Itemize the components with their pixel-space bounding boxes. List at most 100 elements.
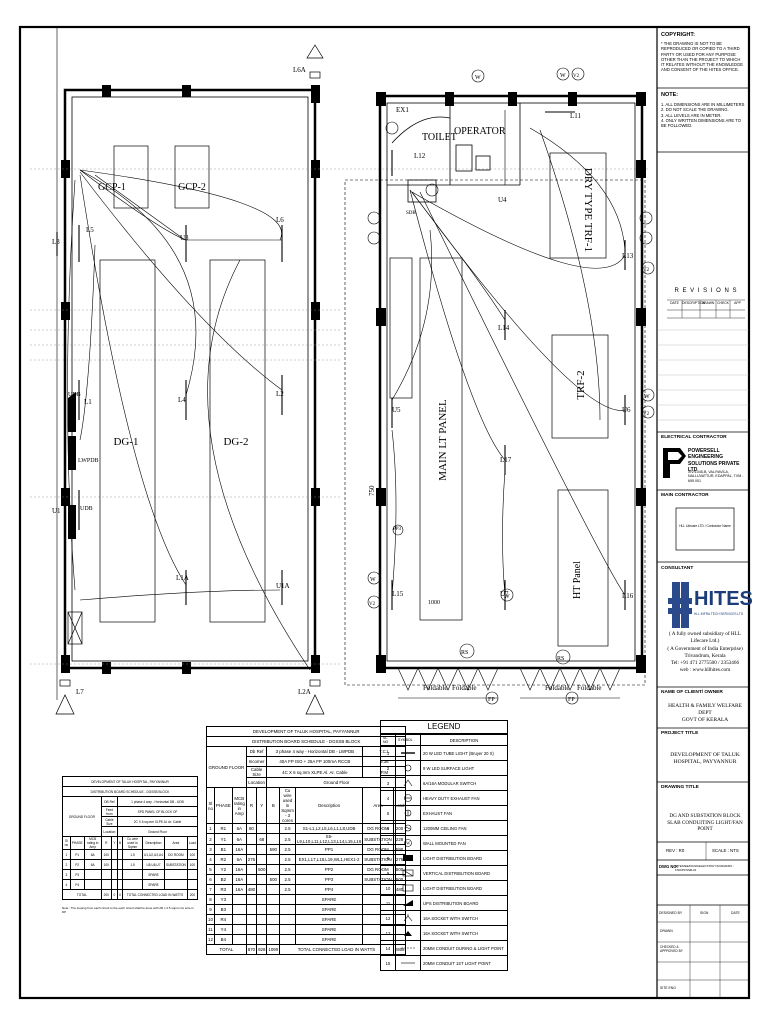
drawing-title-2: SLAB CONDUITING LIGHT/FAN POINT [667,819,743,833]
consultant-desc-1: ( A fully owned subsidiary of HLL Lifeca… [668,631,742,645]
legend-description: 16A SOCKET WITH SWITCH [420,910,508,926]
foldable-doors [397,667,621,699]
tag-l15: L15 [392,590,404,598]
small-schedule-cell: 1.5 [122,849,143,860]
legend-symbol-icon [403,899,413,906]
right-circle-symbols [367,67,655,705]
legend-number: 15 [380,955,396,971]
note-1: 1. ALL DIMENSIONS ARE IN MILLIMETERS [661,102,745,107]
large-schedule-cell: 2.5 [279,844,296,855]
legend-number: 14 [380,940,396,956]
large-schedule-cell: B3 [213,904,233,915]
large-header-cell: R [245,787,258,824]
scale: SCALE : NTS [712,848,739,853]
large-schedule-cell: 7 [206,884,215,895]
large-header-cell: PHASE [213,787,233,824]
legend-symbol [395,865,421,881]
large-schedule-cell: 480 [245,884,258,895]
small-schedule-table: DEVELOPMENT OF TALUK HOSPITAL, PAYYANNUR… [62,776,199,900]
title-block-ruled-lines [657,329,749,421]
small-header-cell: R [100,836,112,850]
legend-description: 9 W LED SURFACE LIGHT [420,760,508,776]
large-schedule-cell: 276 [245,854,258,865]
large-schedule-cell: 6 [206,874,215,885]
tag-l6a: L6A [293,66,306,74]
gcp2-label: GCP-2 [178,182,206,193]
right-plan-tags: EX1 L12 L11 L14 L17 L13 L15 L16 U4 U5 U6… [368,73,650,703]
right-plan-outline [344,179,646,686]
legend-symbol [395,925,421,941]
consultant-tel: Tel: +91 471 2775500 / 2353466 [670,660,740,667]
large-schedule-cell: PP2 [294,864,364,875]
large-info-k3: Cable Size [245,766,268,778]
elec-contractor-label: ELECTRICAL CONTRACTOR [661,435,727,440]
large-schedule-cell: 590 [266,844,281,855]
main-contractor-name: HLL Lifecare LTD / Contractor Name [679,524,731,528]
fan-w2: W [560,73,566,79]
small-schedule-title2: DISTRIBUTION BOARD SCHEDULE - DGSSB BLOC… [62,786,198,797]
small-header-cell: MCB rating in Amp [83,836,102,850]
legend-symbol [395,880,421,896]
large-schedule-cell [245,934,258,945]
legend-col-desc: DESCRIPTION [420,734,508,746]
legend-symbol [395,910,421,926]
legend-number: 8 [380,850,396,866]
tag-l17: L17 [500,456,512,464]
large-header-cell: Sl no [206,787,215,824]
legend-symbol-icon [401,751,415,754]
large-schedule-cell: PP3 [294,874,364,885]
legend-number: 2 [380,760,396,776]
small-info-k1: DB Ref [100,796,118,807]
tag-l2: L2 [276,390,284,398]
legend-symbol-icon [404,793,412,802]
dim-1000: 1000 [428,600,440,606]
tag-l1a: L1A [176,574,189,582]
tag-l4: L4 [178,396,186,404]
foldable-1: Foldable [423,684,448,692]
gcp2-box [174,145,210,209]
large-schedule-cell: 16A [231,864,247,875]
left-grid-lines [30,168,650,665]
tag-l11: L11 [570,112,582,120]
note-heading: NOTE: [661,92,679,98]
operator-label: OPERATOR [454,126,506,137]
legend-symbol-icon [402,884,414,891]
foldable-2: Foldable [452,684,477,692]
dry-trf-label: DRY TYPE TRF-1 [582,168,594,252]
small-schedule-cell: 6A [83,859,102,870]
ht-panel-label: HT Panel [572,561,583,599]
legend-symbol [395,850,421,866]
large-schedule-cell: 3 [206,844,215,855]
large-schedule-cell: SPARE [294,914,364,925]
legend-number: 4 [380,790,396,806]
small-total-r: 200 [100,889,112,900]
legend-symbol-icon [404,930,412,936]
dwg-no: HITES/EE/DGSS/ELECT/PAYYANNUR/R0 - FNO/P… [675,864,734,872]
small-grand-label: TOTAL CONNECTED LOAD IN WATTS [122,889,188,900]
large-schedule-cell: 2.5 [279,884,296,895]
large-schedule-cell: 2 [206,833,215,845]
note-2: 2. DO NOT SCALE THE DRAWING. [661,107,729,113]
large-schedule-title1: DEVELOPMENT OF TALUK HOSPITAL, PAYYANNUR [205,726,407,737]
large-total-y: 928 [256,944,268,955]
large-schedule-cell: B4 [213,934,233,945]
large-schedule-cell: 5 [206,864,215,875]
foldable-4: Foldable [577,684,602,692]
rev-col-app: APP [734,301,741,305]
legend-number: 13 [380,925,396,941]
side-panel-box [389,257,413,399]
small-schedule-cell: P2 [69,859,85,870]
sign-row-checked: CHECKED & APPROVED BY [660,945,683,953]
large-schedule-cell [231,894,247,905]
main-lt-panel-label: MAIN LT PANEL [437,399,449,481]
small-schedule-note: Note : The looping from each circuit to … [62,906,194,914]
small-schedule-cell: 100 [100,859,112,870]
copyright-text: * THE DRAWING IS NOT TO BE REPRODUCED OR… [661,41,744,73]
